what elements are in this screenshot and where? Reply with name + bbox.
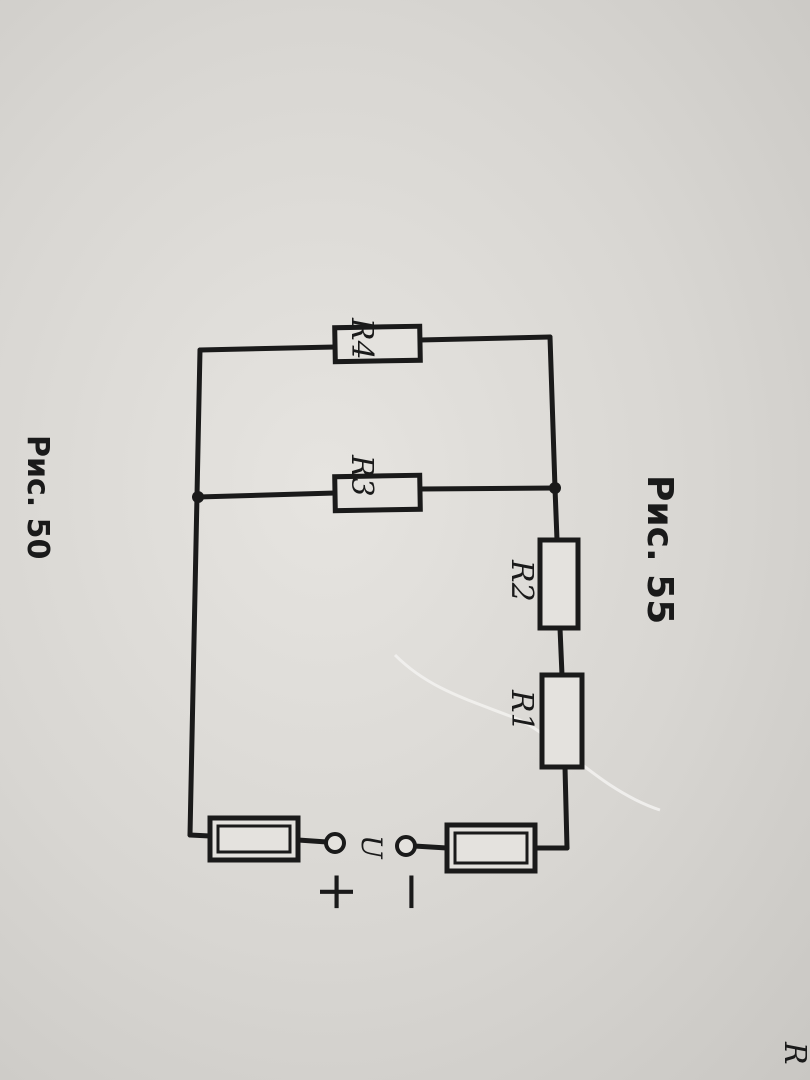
wire-r3-left [195, 490, 338, 500]
circuit-wires [187, 334, 570, 851]
label-r3: R3 [344, 454, 379, 497]
paper-crease [393, 653, 661, 812]
resistor-r3 [332, 472, 423, 514]
source-resistor-bottom-inner [453, 831, 529, 865]
wire-r4-right [417, 334, 553, 343]
label-r2: R2 [504, 559, 539, 602]
label-r4: R4 [344, 317, 379, 360]
wire-r1-down [562, 764, 570, 851]
resistor-r4 [332, 323, 423, 365]
wire-node-r2 [552, 485, 560, 543]
resistor-r2 [537, 537, 581, 631]
wire-r4-left [197, 344, 338, 353]
wire-r2-r1 [557, 625, 565, 678]
wire-right-top [547, 334, 558, 491]
node-left [192, 491, 204, 503]
top-caption: Рис. 50 [20, 435, 55, 559]
terminal-plus [324, 832, 346, 854]
label-voltage: U [355, 835, 388, 860]
source-resistor-top-inner [216, 824, 292, 854]
corner-label-fragment: R [777, 1041, 810, 1065]
wire-bottom-left [187, 832, 213, 839]
label-minus: − [382, 870, 442, 914]
node-right [549, 482, 561, 494]
wire-minus [411, 843, 450, 851]
wire-r3-right [417, 485, 558, 492]
terminal-minus [395, 835, 417, 857]
wire-plus [295, 837, 330, 845]
label-r1: R1 [504, 689, 539, 732]
label-plus: + [307, 870, 367, 914]
figure-caption: Рис. 55 [639, 475, 680, 624]
wire-left [187, 347, 203, 838]
resistor-r1 [539, 672, 585, 770]
resistors [207, 323, 585, 874]
